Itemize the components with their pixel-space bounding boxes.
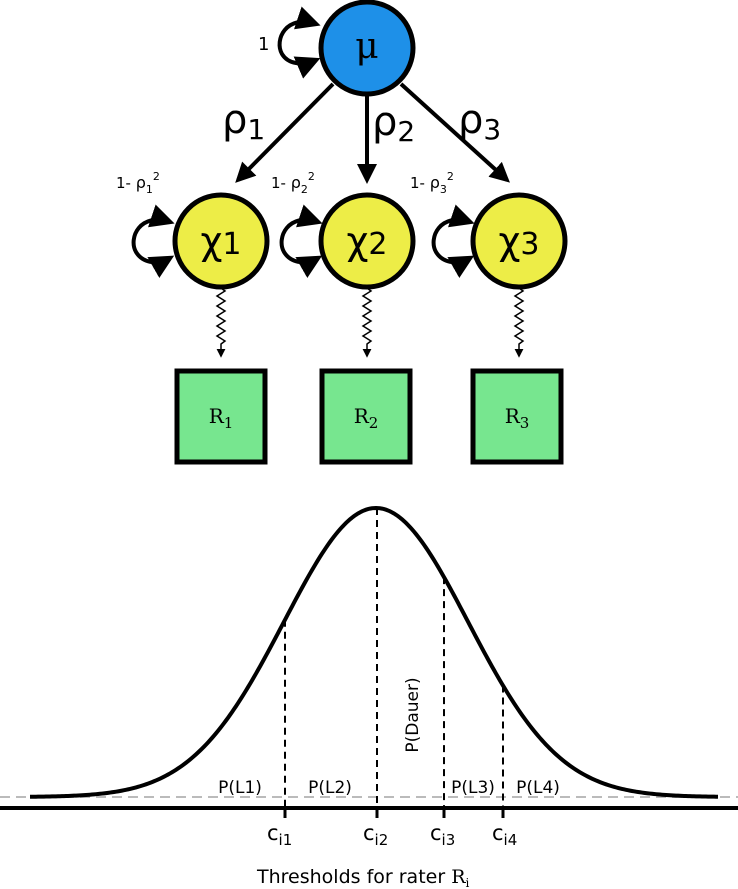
rating-box-1: [174, 368, 268, 465]
chi-to-rating-squiggle-3: [513, 287, 525, 358]
axis-caption: Thresholds for rater Ri: [256, 866, 470, 889]
chi-group-3: 1- ρ32 χ3 R3: [410, 170, 568, 465]
threshold-label-4: ci4: [492, 821, 517, 849]
rating-box-3: [470, 368, 564, 465]
loading-label-2: ρ2: [372, 99, 415, 148]
region-label-l3: P(L3): [451, 778, 495, 798]
rating-label-2: R2: [354, 404, 379, 432]
chi-self-loop-arrow-3: [431, 204, 475, 278]
region-label-l4: P(L4): [516, 778, 560, 798]
rating-label-3: R3: [505, 404, 530, 432]
region-label-l1: P(L1): [218, 778, 262, 798]
threshold-lines: [283, 508, 505, 818]
loading-arrow-1: [235, 82, 335, 183]
loading-label-1: ρ1: [222, 97, 265, 146]
chi-node-3: [470, 192, 568, 290]
threshold-label-3: ci3: [430, 821, 455, 849]
chi-node-2: [318, 192, 416, 290]
threshold-label-2: ci2: [363, 821, 388, 849]
chi-label-2: χ2: [346, 219, 387, 263]
loading-label-3: ρ3: [458, 97, 501, 146]
mu-self-loop-label: 1: [258, 34, 269, 55]
chi-to-rating-squiggle-2: [361, 287, 373, 358]
chi-self-loop-arrow-1: [131, 204, 175, 278]
chi-variance-label-2: 1- ρ22: [271, 170, 315, 196]
region-label-dauer: P(Dauer): [403, 677, 423, 752]
rating-label-1: R1: [209, 404, 234, 432]
chi-self-loop-arrow-2: [279, 204, 323, 278]
region-label-l2: P(L2): [308, 778, 352, 798]
mu-self-loop-arrow: [277, 6, 321, 79]
chi-variance-label-1: 1- ρ12: [116, 170, 160, 196]
rating-box-2: [319, 368, 413, 465]
density-curve: [29, 505, 719, 799]
mu-label: μ: [355, 26, 378, 67]
mu-node: [318, 0, 416, 97]
loading-arrow-3: [399, 82, 510, 183]
chi-label-1: χ1: [200, 219, 241, 263]
threshold-label-1: ci1: [267, 821, 292, 849]
chi-label-3: χ3: [498, 219, 539, 263]
chi-group-1: 1- ρ12 χ1 R1: [116, 170, 270, 465]
chi-to-rating-squiggle-1: [215, 287, 227, 358]
chi-variance-label-3: 1- ρ32: [410, 170, 454, 196]
chi-node-1: [172, 192, 270, 290]
chi-group-2: 1- ρ22 χ2 R2: [271, 170, 416, 465]
